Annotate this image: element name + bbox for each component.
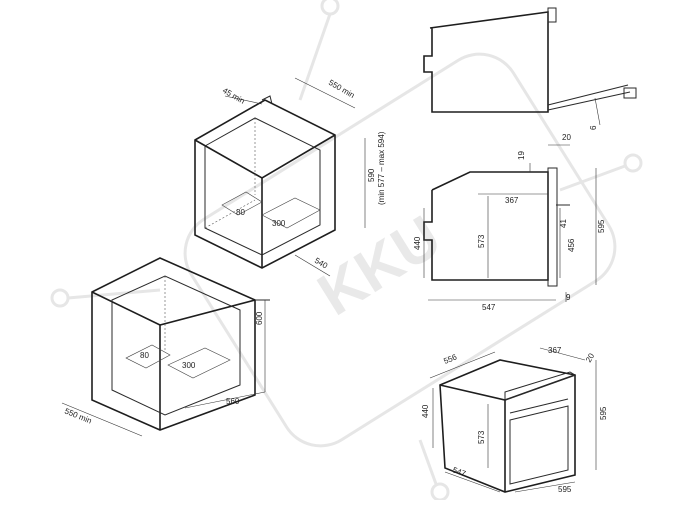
dim-9: 9 [566,293,571,302]
dim-6: 6 [589,125,598,130]
dim-80-bottom: 80 [140,351,149,360]
upper-niche-cabinet [194,95,336,269]
oven-isometric-dimensions: 556 367 20 440 573 595 547 595 [421,346,608,494]
dim-556: 556 [442,352,458,366]
dim-367-iso: 367 [548,346,562,355]
dim-547-iso: 547 [451,465,467,478]
dim-41: 41 [559,219,568,228]
dim-573-side: 573 [477,234,486,248]
dim-440-side: 440 [413,236,422,250]
dim-560: 560 [226,397,240,406]
dim-456: 456 [567,238,576,252]
dim-45min: 45 min [221,86,246,106]
side-view-dimensions: 20 19 367 440 573 456 41 595 9 547 [413,133,606,312]
dim-595-iso-right: 595 [599,406,608,420]
dim-80-top: 80 [236,208,245,217]
dim-590: 590 [367,168,376,182]
dim-300-top: 300 [272,219,286,228]
dim-19: 19 [517,151,526,160]
dim-20-iso: 20 [584,351,597,364]
dim-595-side: 595 [597,219,606,233]
oven-isometric [439,359,577,493]
dim-550min-top: 550 min [327,78,356,100]
dim-367-side: 367 [505,196,519,205]
dim-20-side: 20 [562,133,571,142]
watermark: KKU [50,0,643,502]
dim-300-bottom: 300 [182,361,196,370]
dim-590-range: (min 577 – max 594) [377,131,386,205]
dim-440-iso: 440 [421,404,430,418]
dim-547-side: 547 [482,303,496,312]
side-view-door-open: 6 [423,7,637,130]
dim-595-iso-bottom: 595 [558,485,572,494]
dim-573-iso: 573 [477,430,486,444]
lower-base-cabinet [91,257,270,431]
dim-600: 600 [255,311,264,325]
